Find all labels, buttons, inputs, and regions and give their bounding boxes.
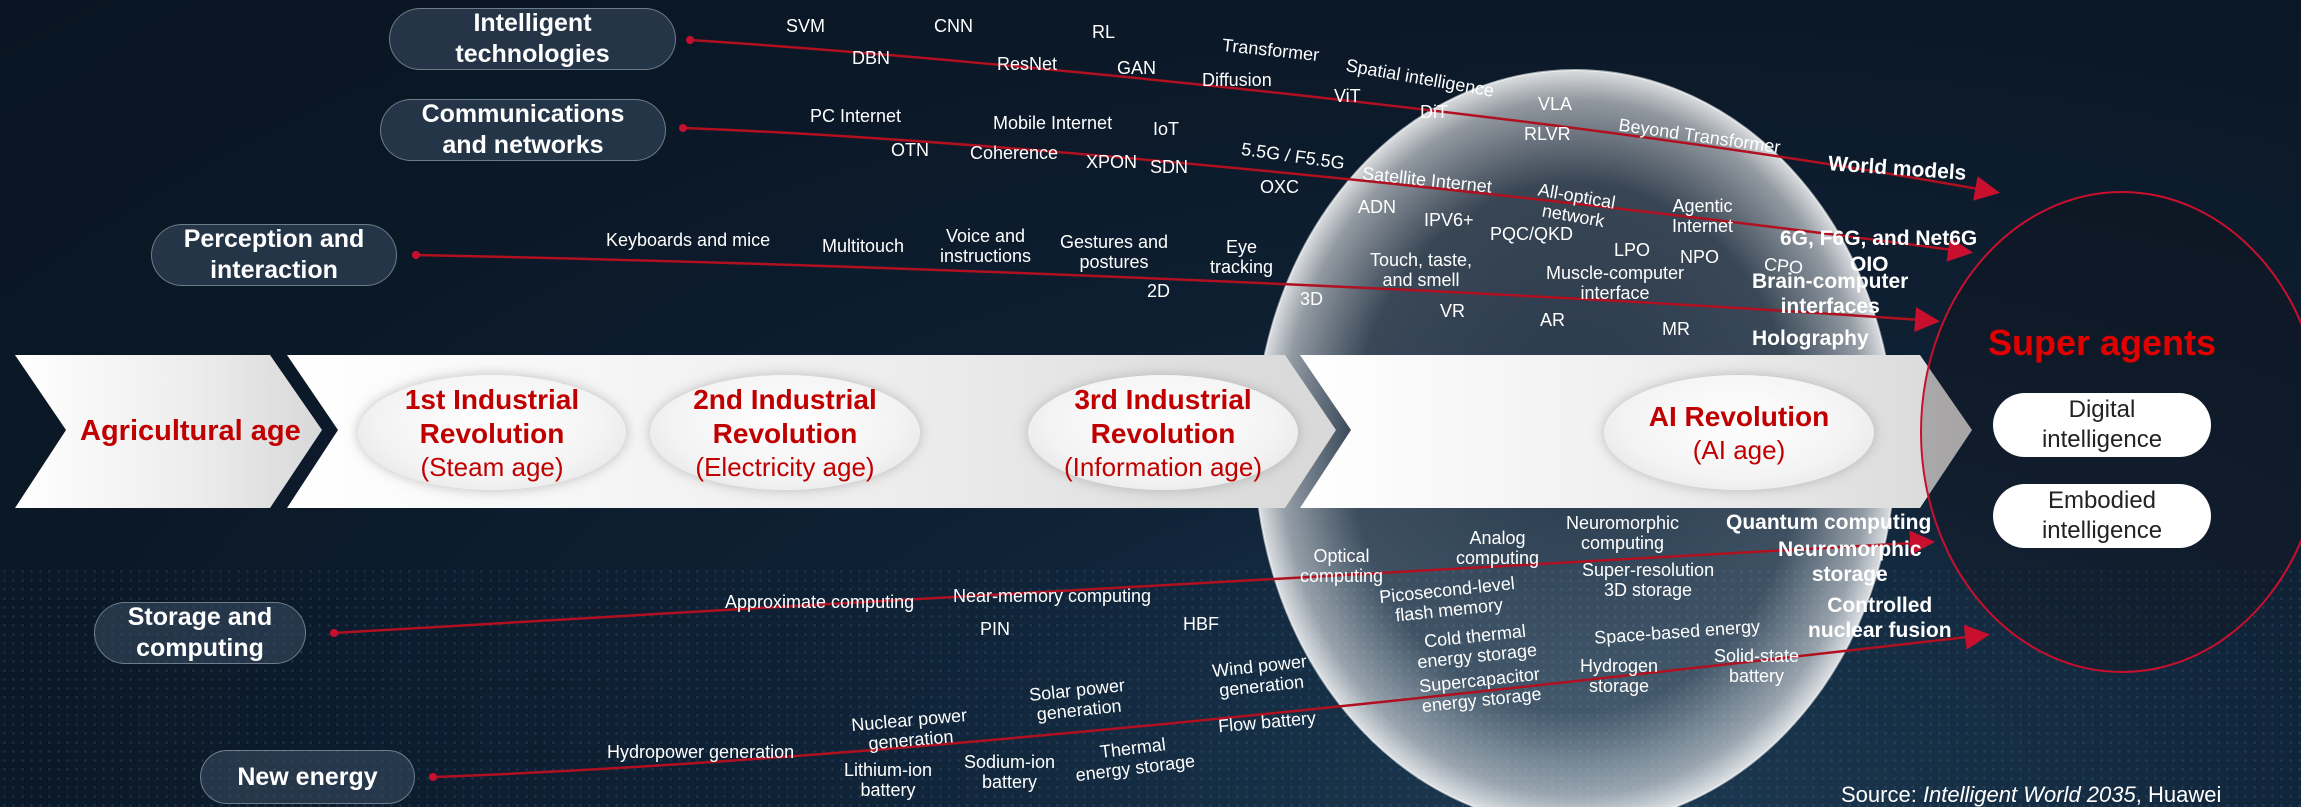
label-vr: VR	[1440, 301, 1466, 321]
category-intelligent-technologies: Intelligent technologies	[389, 8, 676, 70]
label-quantum-computing: Quantum computing	[1726, 511, 1932, 534]
label-neuromorphic-storage: Neuromorphic storage	[1778, 538, 1922, 586]
label-iot: IoT	[1153, 119, 1180, 139]
label-solid-state-battery: Solid-state battery	[1714, 646, 1800, 686]
label-pqc-qkd: PQC/QKD	[1490, 224, 1574, 244]
label-adn: ADN	[1358, 197, 1397, 217]
source-caption: Source: Intelligent World 2035, Huawei	[1841, 783, 2221, 807]
category-new-energy: New energy	[200, 750, 415, 804]
label-dbn: DBN	[852, 48, 891, 68]
label-oxc: OXC	[1260, 177, 1300, 197]
era-second-industrial: 2nd Industrial Revolution (Electricity a…	[650, 375, 920, 490]
energy-line	[432, 624, 1990, 779]
era-second-subtitle: (Electricity age)	[695, 451, 875, 482]
communications-line	[682, 126, 1973, 262]
label-hydropower: Hydropower generation	[607, 742, 795, 762]
label-sodium-ion: Sodium-ion battery	[964, 752, 1056, 792]
label-touch-taste-smell: Touch, taste, and smell	[1370, 250, 1473, 290]
label-keyboards-mice: Keyboards and mice	[606, 230, 771, 250]
category-communications-networks: Communications and networks	[380, 99, 666, 161]
label-analog-computing: Analog computing	[1456, 528, 1540, 568]
category-storage-computing: Storage and computing	[94, 602, 306, 664]
label-multitouch: Multitouch	[822, 236, 905, 256]
label-muscle-computer-interface: Muscle-computer interface	[1546, 263, 1685, 303]
label-npo: NPO	[1680, 247, 1720, 267]
label-hbf: HBF	[1183, 614, 1219, 634]
label-coherence: Coherence	[970, 143, 1059, 163]
label-dit: DiT	[1420, 102, 1448, 122]
label-pc-internet: PC Internet	[810, 106, 902, 126]
label-mr: MR	[1662, 319, 1690, 339]
label-diffusion: Diffusion	[1202, 70, 1272, 90]
label-ipv6plus: IPV6+	[1424, 210, 1474, 230]
label-pin: PIN	[980, 619, 1011, 639]
label-gestures-postures: Gestures and postures	[1060, 232, 1169, 272]
label-optical-computing: Optical computing	[1300, 546, 1384, 586]
label-gan: GAN	[1117, 58, 1157, 78]
era-first-title: 1st Industrial Revolution	[404, 383, 580, 449]
storage-line	[333, 530, 1935, 635]
label-voice-instructions: Voice and instructions	[940, 226, 1032, 266]
label-resnet: ResNet	[997, 54, 1058, 74]
source-title: Intelligent World 2035	[1922, 782, 2136, 807]
label-cnn: CNN	[934, 16, 973, 36]
label-controlled-fusion: Controlled nuclear fusion	[1808, 594, 1952, 642]
label-6g: 6G, F6G, and Net6G	[1780, 227, 1978, 250]
label-neuromorphic-computing: Neuromorphic computing	[1566, 513, 1680, 553]
label-xpon: XPON	[1086, 152, 1138, 172]
label-svm: SVM	[786, 16, 826, 36]
digital-intelligence-pill: Digital intelligence	[1993, 393, 2211, 457]
label-near-memory-computing: Near-memory computing	[953, 586, 1152, 606]
label-hydrogen-storage: Hydrogen storage	[1580, 656, 1659, 696]
era-third-title: 3rd Industrial Revolution	[1074, 383, 1252, 449]
label-lithium-ion: Lithium-ion battery	[844, 760, 933, 800]
source-suffix: , Huawei	[2135, 782, 2222, 807]
era-ai-subtitle: (AI age)	[1692, 434, 1786, 465]
chevron-agricultural	[15, 355, 322, 508]
embodied-intelligence-pill: Embodied intelligence	[1993, 484, 2211, 548]
label-3d: 3D	[1300, 289, 1324, 309]
label-mobile-internet: Mobile Internet	[993, 113, 1113, 133]
label-approximate-computing: Approximate computing	[725, 592, 915, 612]
label-sdn: SDN	[1150, 157, 1189, 177]
label-rl: RL	[1092, 22, 1116, 42]
label-oio: OIO	[1850, 253, 1889, 276]
perception-line	[415, 253, 1940, 333]
label-otn: OTN	[891, 140, 929, 160]
category-perception-interaction: Perception and interaction	[151, 224, 397, 286]
label-brain-computer-interfaces: Brain-computer interfaces	[1752, 270, 1909, 318]
label-holography: Holography	[1752, 327, 1869, 350]
label-eye-tracking: Eye tracking	[1210, 237, 1274, 277]
era-ai-revolution: AI Revolution (AI age)	[1604, 375, 1874, 490]
era-first-subtitle: (Steam age)	[420, 451, 564, 482]
label-vit: ViT	[1334, 86, 1361, 106]
label-2d: 2D	[1147, 281, 1171, 301]
era-ai-title: AI Revolution	[1648, 400, 1830, 432]
label-ar: AR	[1540, 310, 1566, 330]
label-lpo: LPO	[1614, 240, 1651, 260]
era-agricultural: Agricultural age	[80, 415, 301, 447]
super-agents-title: Super agents	[1988, 322, 2217, 363]
era-third-industrial: 3rd Industrial Revolution (Information a…	[1028, 375, 1298, 490]
intelligent-line	[689, 38, 2000, 201]
label-rlvr: RLVR	[1524, 124, 1571, 144]
label-super-resolution-storage: Super-resolution 3D storage	[1582, 560, 1715, 600]
label-vla: VLA	[1538, 94, 1573, 114]
label-agentic-internet: Agentic Internet	[1672, 196, 1734, 236]
era-third-subtitle: (Information age)	[1064, 451, 1262, 482]
source-prefix: Source:	[1841, 782, 1923, 807]
era-second-title: 2nd Industrial Revolution	[693, 383, 877, 449]
era-first-industrial: 1st Industrial Revolution (Steam age)	[358, 375, 626, 490]
